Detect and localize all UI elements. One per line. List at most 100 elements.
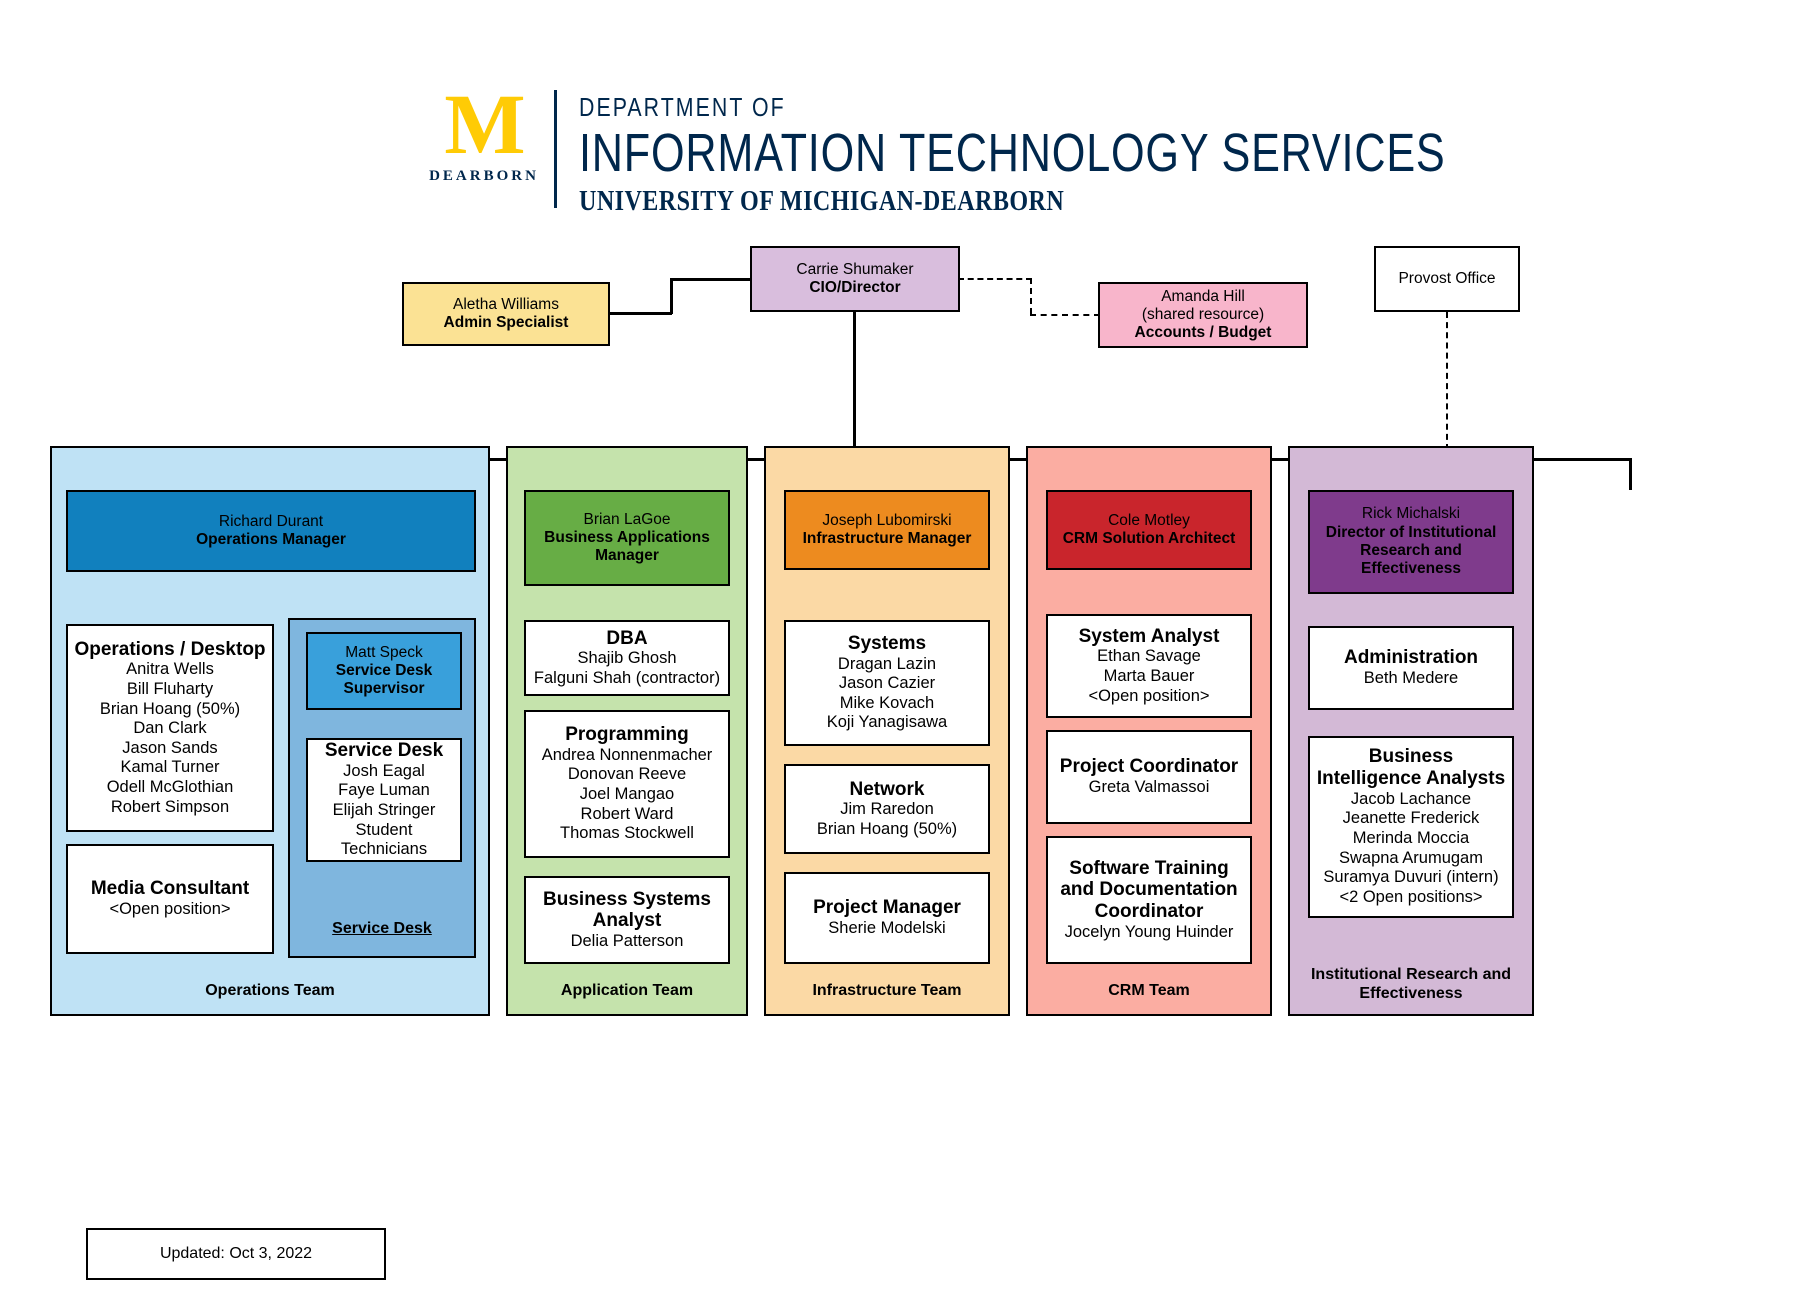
- business-systems-analyst-title: Business Systems Analyst: [543, 888, 711, 932]
- operations-team-label: Operations Team: [205, 982, 335, 999]
- provost-office-box[interactable]: Provost Office: [1374, 246, 1520, 312]
- infrastructure-team-column: Joseph Lubomirski Infrastructure Manager…: [764, 446, 1010, 1016]
- admin-specialist-title: Admin Specialist: [443, 314, 569, 331]
- block-m-glyph: M: [444, 76, 525, 172]
- crm-team-column: Cole Motley CRM Solution Architect Syste…: [1026, 446, 1272, 1016]
- software-training-coordinator-card[interactable]: Software Training and Documentation Coor…: [1046, 836, 1252, 964]
- programming-card[interactable]: Programming Andrea Nonnenmacher Donovan …: [524, 710, 730, 858]
- logo-divider: [554, 90, 557, 208]
- uofm-dearborn-its-logo: M DEARBORN DEPARTMENT OF INFORMATION TEC…: [424, 76, 1662, 218]
- logo-department-of: DEPARTMENT OF: [579, 92, 786, 122]
- project-manager-card[interactable]: Project Manager Sherie Modelski: [784, 872, 990, 964]
- business-systems-analyst-card[interactable]: Business Systems Analyst Delia Patterson: [524, 876, 730, 964]
- connector-cio-to-admin-horiz-top: [670, 278, 752, 281]
- application-team-label: Application Team: [560, 982, 694, 999]
- service-desk-panel-label: Service Desk: [332, 920, 432, 937]
- accounts-budget-title: Accounts / Budget: [1134, 323, 1272, 341]
- business-systems-analyst-people: Delia Patterson: [570, 931, 684, 950]
- institutional-research-column: Rick Michalski Director of Institutional…: [1288, 446, 1534, 1016]
- cio-director-box[interactable]: Carrie Shumaker CIO/Director: [750, 246, 960, 312]
- service-desk-panel: Matt Speck Service Desk Supervisor Servi…: [288, 618, 476, 958]
- crm-team-label: CRM Team: [1108, 982, 1190, 999]
- service-desk-supervisor-name: Matt Speck: [345, 643, 423, 661]
- business-intelligence-analysts-title: Business Intelligence Analysts: [1316, 746, 1506, 790]
- business-applications-manager-title: Business Applications Manager: [544, 528, 710, 565]
- crm-solution-architect-title: CRM Solution Architect: [1062, 530, 1236, 547]
- block-m-logo: M DEARBORN: [424, 76, 544, 185]
- updated-date-box: Updated: Oct 3, 2022: [86, 1228, 386, 1280]
- administration-title: Administration: [1343, 647, 1479, 669]
- business-intelligence-analysts-people: Jacob Lachance Jeanette Frederick Merind…: [1323, 789, 1499, 906]
- programming-title: Programming: [565, 724, 689, 746]
- updated-date-text: Updated: Oct 3, 2022: [159, 1245, 313, 1262]
- network-title: Network: [849, 778, 925, 800]
- dearborn-wordmark: DEARBORN: [429, 167, 539, 184]
- crm-solution-architect-name: Cole Motley: [1108, 511, 1190, 529]
- software-training-coordinator-people: Jocelyn Young Huinder: [1064, 922, 1234, 941]
- operations-desktop-people: Anitra Wells Bill Fluharty Brian Hoang (…: [99, 660, 241, 816]
- cio-title: CIO/Director: [809, 279, 901, 296]
- service-desk-card[interactable]: Service Desk Josh Eagal Faye Luman Elija…: [306, 738, 462, 862]
- operations-team-column: Richard Durant Operations Manager Operat…: [50, 446, 490, 1016]
- logo-text-block: DEPARTMENT OF INFORMATION TECHNOLOGY SER…: [579, 88, 1662, 218]
- logo-university-line: UNIVERSITY OF MICHIGAN-DEARBORN: [579, 185, 1065, 217]
- connector-provost-to-ir-dashed: [1446, 312, 1448, 450]
- media-consultant-title: Media Consultant: [90, 878, 250, 900]
- director-institutional-research-title: Director of Institutional Research and E…: [1325, 523, 1497, 578]
- connector-drop-institutional-research-bus-end: [1629, 458, 1632, 490]
- network-people: Jim Raredon Brian Hoang (50%): [816, 800, 958, 838]
- software-training-coordinator-title: Software Training and Documentation Coor…: [1060, 857, 1238, 923]
- service-desk-title: Service Desk: [324, 740, 444, 762]
- logo-its-title: INFORMATION TECHNOLOGY SERVICES: [579, 123, 1446, 183]
- admin-specialist-box[interactable]: Aletha Williams Admin Specialist: [402, 282, 610, 346]
- system-analyst-title: System Analyst: [1078, 625, 1220, 647]
- business-applications-manager-box[interactable]: Brian LaGoe Business Applications Manage…: [524, 490, 730, 586]
- service-desk-people: Josh Eagal Faye Luman Elijah Stringer St…: [332, 761, 436, 859]
- service-desk-supervisor-title: Service Desk Supervisor: [335, 661, 433, 698]
- institutional-research-team-label: Institutional Research and Effectiveness: [1310, 966, 1512, 1002]
- network-card[interactable]: Network Jim Raredon Brian Hoang (50%): [784, 764, 990, 854]
- media-consultant-card[interactable]: Media Consultant <Open position>: [66, 844, 274, 954]
- project-coordinator-people: Greta Valmassoi: [1088, 778, 1210, 797]
- connector-cio-to-budget-horiz-bot: [1030, 314, 1100, 316]
- operations-desktop-card[interactable]: Operations / Desktop Anitra Wells Bill F…: [66, 624, 274, 832]
- director-institutional-research-name: Rick Michalski: [1361, 505, 1461, 523]
- project-manager-people: Sherie Modelski: [828, 919, 946, 938]
- infrastructure-manager-box[interactable]: Joseph Lubomirski Infrastructure Manager: [784, 490, 990, 570]
- connector-cio-to-budget-horiz-top: [958, 278, 1032, 280]
- infrastructure-team-label: Infrastructure Team: [812, 982, 962, 999]
- operations-manager-box[interactable]: Richard Durant Operations Manager: [66, 490, 476, 572]
- connector-cio-to-admin-horiz-bot: [608, 312, 672, 315]
- business-applications-manager-name: Brian LaGoe: [583, 510, 671, 528]
- business-intelligence-analysts-card[interactable]: Business Intelligence Analysts Jacob Lac…: [1308, 736, 1514, 918]
- project-coordinator-card[interactable]: Project Coordinator Greta Valmassoi: [1046, 730, 1252, 824]
- systems-card[interactable]: Systems Dragan Lazin Jason Cazier Mike K…: [784, 620, 990, 746]
- connector-cio-to-budget-vert: [1030, 278, 1032, 314]
- dba-people: Shajib Ghosh Falguni Shah (contractor): [533, 649, 721, 687]
- system-analyst-people: Ethan Savage Marta Bauer <Open position>: [1088, 647, 1210, 705]
- infrastructure-manager-title: Infrastructure Manager: [802, 530, 972, 547]
- programming-people: Andrea Nonnenmacher Donovan Reeve Joel M…: [541, 745, 713, 843]
- crm-solution-architect-box[interactable]: Cole Motley CRM Solution Architect: [1046, 490, 1252, 570]
- systems-people: Dragan Lazin Jason Cazier Mike Kovach Ko…: [826, 654, 948, 732]
- director-institutional-research-box[interactable]: Rick Michalski Director of Institutional…: [1308, 490, 1514, 594]
- accounts-budget-name: Amanda Hill: [1161, 288, 1245, 306]
- dba-card[interactable]: DBA Shajib Ghosh Falguni Shah (contracto…: [524, 620, 730, 696]
- administration-people: Beth Medere: [1363, 669, 1459, 688]
- administration-card[interactable]: Administration Beth Medere: [1308, 626, 1514, 710]
- system-analyst-card[interactable]: System Analyst Ethan Savage Marta Bauer …: [1046, 614, 1252, 718]
- operations-desktop-title: Operations / Desktop: [74, 638, 266, 660]
- infrastructure-manager-name: Joseph Lubomirski: [822, 511, 952, 529]
- media-consultant-people: <Open position>: [109, 900, 231, 919]
- dba-title: DBA: [606, 627, 648, 649]
- accounts-budget-note: (shared resource): [1141, 306, 1265, 324]
- systems-title: Systems: [847, 632, 927, 654]
- project-manager-title: Project Manager: [813, 897, 961, 919]
- cio-name: Carrie Shumaker: [796, 261, 914, 279]
- operations-manager-name: Richard Durant: [218, 512, 324, 530]
- service-desk-supervisor-box[interactable]: Matt Speck Service Desk Supervisor: [306, 632, 462, 710]
- admin-specialist-name: Aletha Williams: [453, 296, 559, 314]
- provost-office-label: Provost Office: [1398, 270, 1496, 288]
- accounts-budget-box[interactable]: Amanda Hill (shared resource) Accounts /…: [1098, 282, 1308, 348]
